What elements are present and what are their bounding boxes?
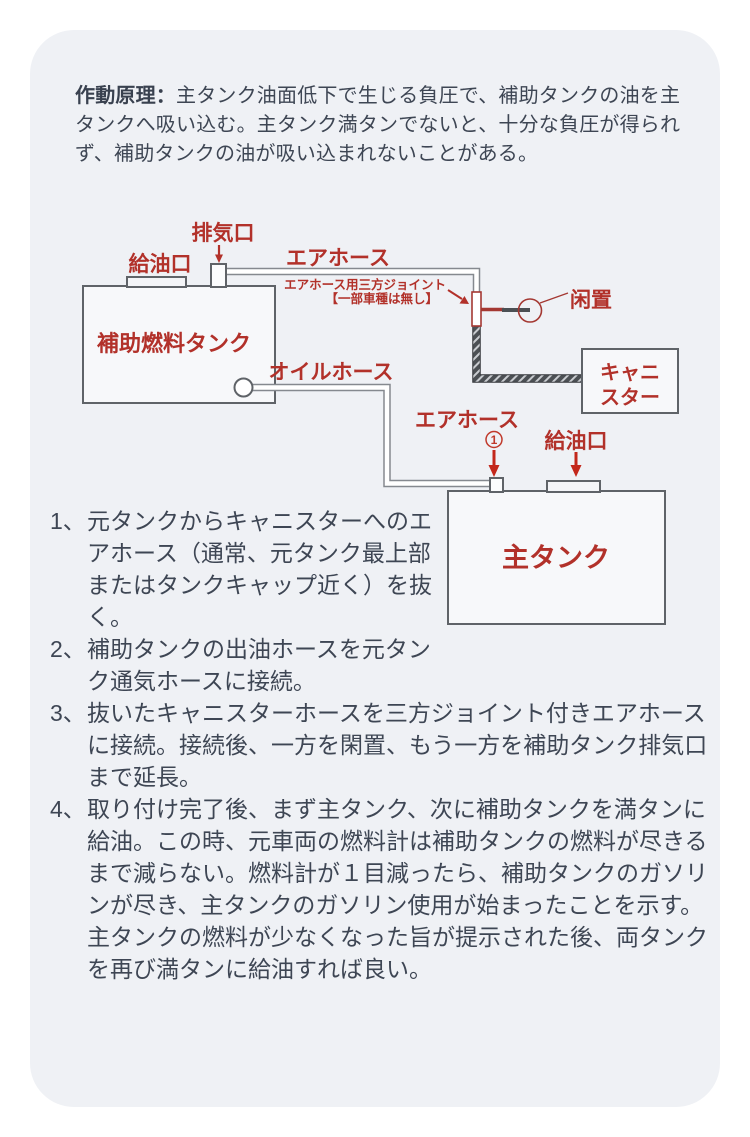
step-4: 4、取り付け完了後、まず主タンク、次に補助タンクを満タンに給油。この時、元車両の… (50, 793, 711, 985)
oil-hose-line (243, 383, 491, 488)
installation-steps-list: 1、元タンクからキャニスターへのエアホース（通常、元タンク最上部またはタンクキャ… (50, 505, 711, 985)
intro-body: 主タンク油面低下で生じる負圧で、補助タンクの油を主タンクへ吸い込む。主タンク満タ… (75, 85, 681, 165)
label-canister-line2: スター (600, 386, 660, 409)
circled-one-badge (485, 430, 503, 449)
step-2-number: 2、 (50, 636, 86, 662)
joint-note-arrowhead (459, 296, 469, 304)
step-3-text: 抜いたキャニスターホースを三方ジョイント付きエアホースに接続。接続後、一方を閑置… (87, 700, 708, 790)
label-main-filler-port: 給油口 (545, 429, 608, 453)
label-joint-note-line1: エアホース用三方ジョイント (284, 277, 446, 292)
oil-hose-line-inner (243, 385, 491, 486)
idle-cap-pointer-line (539, 292, 569, 304)
step-1-number: 1、 (50, 508, 86, 534)
label-main-tank: 主タンク (502, 543, 610, 573)
step-4-number: 4、 (50, 796, 86, 822)
main-tank-box (447, 490, 666, 625)
step-3-number: 3、 (50, 700, 86, 726)
vent-port-arrowhead (488, 465, 500, 477)
main-vent-port (489, 477, 504, 493)
label-canister-line1: キャニ (600, 362, 660, 384)
label-air-hose-bottom: エアホース (415, 409, 519, 432)
canister-hose-hatch (473, 324, 586, 382)
exhaust-arrowhead (215, 254, 223, 263)
aux-filler-port (126, 276, 187, 288)
joint-note-arrow (447, 289, 463, 300)
label-oil-hose: オイルホース (269, 361, 394, 384)
three-way-joint (471, 291, 482, 327)
step-1: 1、元タンクからキャニスターへのエアホース（通常、元タンク最上部またはタンクキャ… (50, 505, 441, 633)
circled-one-text: 1 (491, 433, 498, 447)
canister-box (581, 348, 679, 414)
main-filler-port (546, 480, 601, 493)
step-4-text: 取り付け完了後、まず主タンク、次に補助タンクを満タンに給油。この時、元車両の燃料… (87, 796, 708, 982)
label-aux-tank: 補助燃料タンク (96, 331, 251, 356)
idle-cap-circle (517, 298, 543, 323)
canister-hose-line (472, 324, 586, 383)
intro-paragraph: 作動原理：主タンク油面低下で生じる負圧で、補助タンクの油を主タンクへ吸い込む。主… (75, 82, 699, 169)
step-2: 2、補助タンクの出油ホースを元タンク通気ホースに接続。 (50, 633, 441, 697)
intro-lead: 作動原理： (75, 85, 176, 107)
step-3: 3、抜いたキャニスターホースを三方ジョイント付きエアホースに接続。接続後、一方を… (50, 697, 711, 793)
label-aux-filler-port: 給油口 (129, 252, 192, 276)
step-1-text: 元タンクからキャニスターへのエアホース（通常、元タンク最上部またはタンクキャップ… (87, 508, 432, 630)
step-2-text: 補助タンクの出油ホースを元タンク通気ホースに接続。 (87, 636, 431, 694)
main-filler-arrowhead (570, 465, 582, 477)
label-air-hose-top: エアホース (286, 247, 390, 270)
label-idle-cap: 闲置 (570, 289, 612, 312)
label-joint-note-line2: 【一部車種は無し】 (325, 291, 438, 306)
label-exhaust-port: 排気口 (192, 221, 255, 245)
aux-oil-outlet-port (233, 377, 254, 398)
air-hose-line-inner (225, 269, 479, 294)
aux-exhaust-port (210, 263, 227, 288)
